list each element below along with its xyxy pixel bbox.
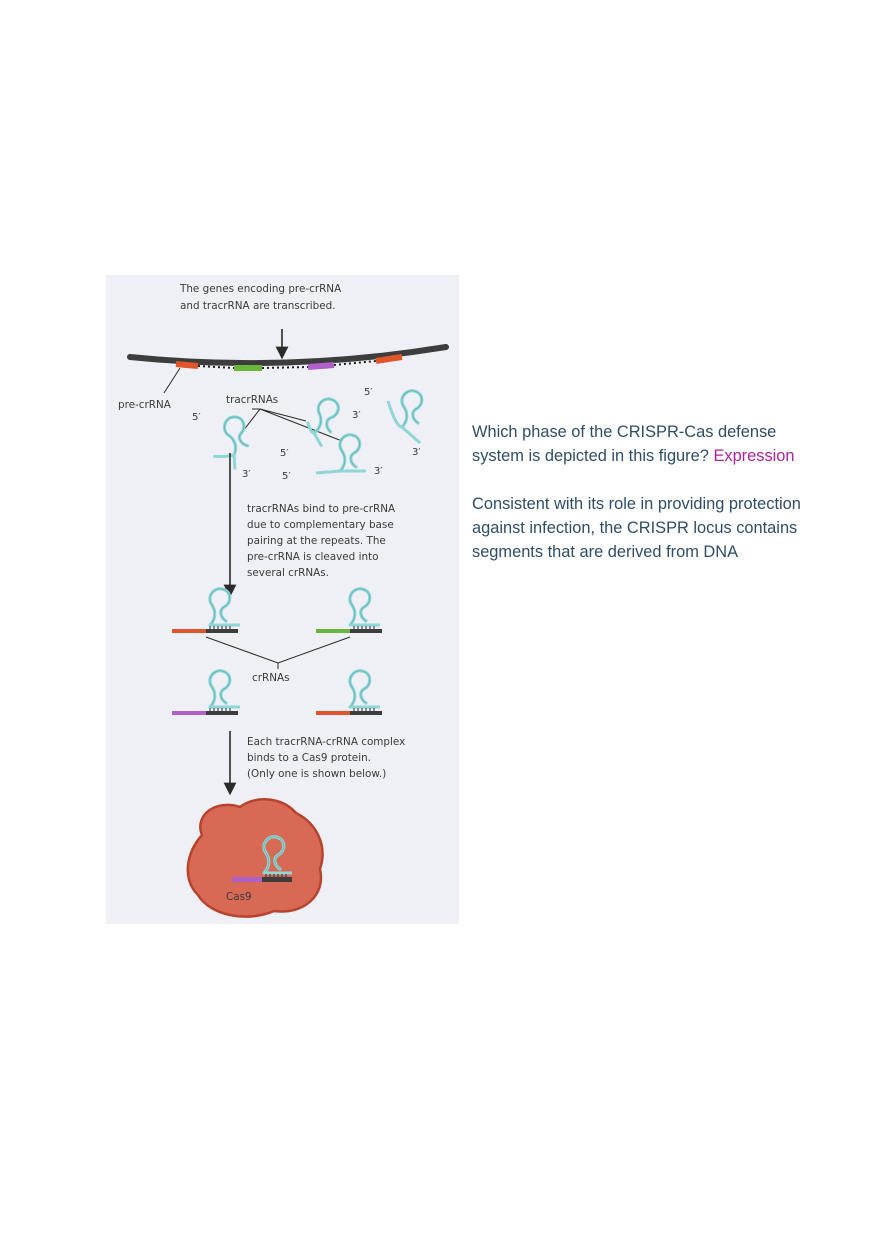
tracrrnas-label: tracrRNAs [226, 394, 278, 406]
prime-label: 5′ [192, 412, 201, 423]
prime-label: 3′ [412, 447, 421, 458]
question-1: Which phase of the CRISPR-Cas defense sy… [472, 420, 802, 468]
question-2: Consistent with its role in providing pr… [472, 492, 802, 564]
caption-top-line1: The genes encoding pre-crRNA [179, 283, 342, 295]
cas9-label: Cas9 [226, 891, 252, 903]
tracrrna-4 [315, 433, 366, 475]
caption-bind-line5: several crRNAs. [247, 567, 329, 579]
tracrrna-2 [306, 395, 342, 448]
tracrrnas-leaders [239, 408, 343, 442]
crrna-complex-orange-2 [316, 669, 382, 715]
cas9-protein: Cas9 [186, 798, 324, 918]
question-1-answer: Expression [713, 447, 795, 465]
pre-crrna-label: pre-crRNA [118, 399, 172, 411]
pre-crrna-strand [127, 344, 449, 371]
crispr-figure: The genes encoding pre-crRNA and tracrRN… [106, 275, 459, 924]
prime-label: 3′ [352, 410, 361, 421]
caption-bind-line3: pairing at the repeats. The [247, 535, 386, 547]
pre-crrna-leader [163, 367, 181, 394]
caption-bind-line2: due to complementary base [247, 519, 394, 531]
tracrrna-1 [213, 412, 255, 470]
prime-label: 5′ [280, 448, 289, 459]
caption-complex-line3: (Only one is shown below.) [247, 768, 386, 780]
crrnas-leaders [205, 636, 351, 669]
crrna-complex-purple [172, 669, 240, 715]
crispr-diagram: The genes encoding pre-crRNA and tracrRN… [118, 283, 449, 918]
caption-bind-line4: pre-crRNA is cleaved into [247, 551, 378, 563]
crrna-complex-orange-1 [172, 587, 240, 633]
question-panel: Which phase of the CRISPR-Cas defense sy… [472, 420, 802, 564]
prime-label: 3′ [374, 466, 383, 477]
caption-top-line2: and tracrRNA are transcribed. [180, 300, 336, 312]
caption-bind-line1: tracrRNAs bind to pre-crRNA [247, 503, 396, 515]
question-1-text: Which phase of the CRISPR-Cas defense sy… [472, 423, 777, 465]
prime-label: 3′ [242, 469, 251, 480]
caption-complex-line1: Each tracrRNA-crRNA complex [247, 736, 405, 748]
prime-label: 5′ [282, 471, 291, 482]
crrna-complex-green [316, 587, 382, 633]
tracrrna-3 [386, 389, 424, 445]
caption-complex-line2: binds to a Cas9 protein. [247, 752, 371, 764]
question-2-text: Consistent with its role in providing pr… [472, 495, 801, 561]
prime-label: 5′ [364, 387, 373, 398]
crrnas-label: crRNAs [252, 672, 290, 684]
